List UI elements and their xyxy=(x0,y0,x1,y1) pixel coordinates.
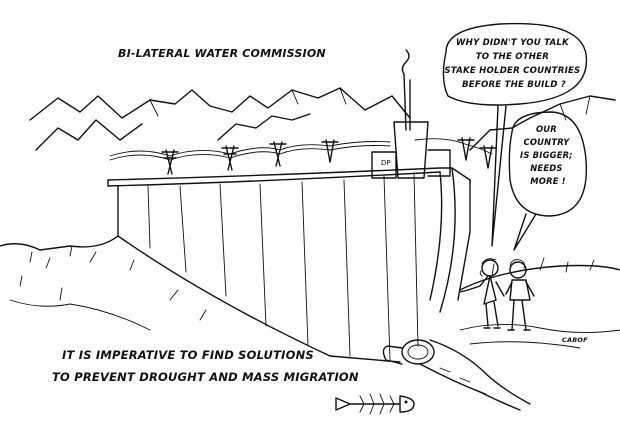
power-lines xyxy=(109,137,497,175)
right-hillside xyxy=(459,257,620,349)
outflow-pipe xyxy=(382,339,531,411)
left-hillside xyxy=(0,235,401,363)
answer-line: NEEDS xyxy=(530,163,562,173)
dam-wall xyxy=(107,167,471,361)
mountain-range xyxy=(29,87,616,151)
caption-line: IT IS IMPERATIVE TO FIND SOLUTIONS xyxy=(62,348,314,362)
fish-skeleton-icon xyxy=(335,393,415,415)
question-line: WHY DIDN'T YOU TALK xyxy=(456,38,570,48)
svg-text:WHY DIDN'T YOU TALK TO T: WHY DIDN'T YOU TALK TO THE OTHER STAKE H… xyxy=(444,38,583,90)
figure-man xyxy=(505,259,535,331)
caption-line: TO PREVENT DROUGHT AND MASS MIGRATION xyxy=(52,370,359,384)
question-line: TO THE OTHER xyxy=(476,52,549,62)
svg-text:DP: DP xyxy=(381,159,391,167)
speech-bubble-question: WHY DIDN'T YOU TALK TO THE OTHER STAKE H… xyxy=(442,22,588,247)
title-text: BI-LATERAL WATER COMMISSION xyxy=(118,47,326,60)
answer-line: COUNTRY xyxy=(523,137,570,147)
answer-line: MORE ! xyxy=(530,176,566,186)
speech-bubble-answer: OUR COUNTRY IS BIGGER; NEEDS MORE ! xyxy=(508,111,588,251)
svg-text:OUR COUNTRY IS BIG: OUR COUNTRY IS BIGGER; NEEDS MORE ! xyxy=(520,124,576,186)
figure-woman xyxy=(459,258,505,329)
answer-line: OUR xyxy=(536,124,557,134)
svg-text:IT IS IMPERATIVE TO FIND SOLUT: IT IS IMPERATIVE TO FIND SOLUTIONS TO PR… xyxy=(52,348,359,384)
answer-line: IS BIGGER; xyxy=(520,150,573,160)
signature: CABOF xyxy=(562,336,588,344)
question-line: STAKE HOLDER COUNTRIES xyxy=(444,66,580,76)
power-station: DP xyxy=(371,49,451,179)
question-line: BEFORE THE BUILD ? xyxy=(462,80,566,90)
